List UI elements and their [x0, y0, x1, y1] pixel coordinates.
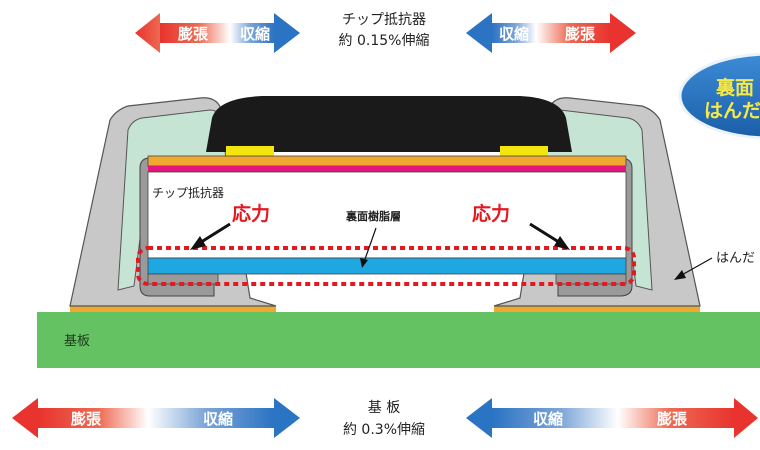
solder-label: はんだ [716, 251, 755, 266]
expand-band [618, 408, 734, 428]
callout-line1: 裏面 [715, 76, 754, 99]
chip-top-body [206, 96, 572, 152]
shrink-band [148, 408, 274, 428]
shrink-label: 収縮 [499, 25, 529, 43]
bottom-right-arrow: 収縮 膨張 [466, 398, 758, 438]
backside-resin-layer [147, 257, 627, 275]
shrink-band [492, 408, 618, 428]
magenta-layer [148, 166, 626, 172]
chip-caption-ratio: 約 0.15%伸縮 [339, 33, 430, 49]
shrink-arrowhead [274, 13, 300, 53]
bottom-terminal-right [555, 273, 627, 285]
shrink-label: 収縮 [533, 410, 563, 428]
substrate-pad-left [70, 306, 276, 312]
expand-arrowhead [12, 398, 38, 438]
substrate-caption-ratio: 約 0.3%伸縮 [343, 422, 425, 438]
resin-pointer-arrow [360, 227, 377, 268]
callout-line2: はんだ [704, 100, 760, 122]
top-electrode-right [500, 146, 548, 156]
shrink-band [492, 23, 536, 43]
expand-band [38, 408, 148, 428]
shrink-arrowhead [466, 13, 492, 53]
stress-arrow-right [529, 222, 570, 250]
bottom-left-arrow: 膨張 収縮 [12, 398, 300, 438]
solder-pointer-arrow [674, 257, 713, 280]
orange-electrode-strip [147, 155, 627, 167]
stress-arrow-left [190, 222, 231, 250]
expand-label: 膨張 [178, 25, 209, 43]
expand-band [160, 23, 230, 43]
shrink-band [230, 23, 274, 43]
shrink-arrowhead [274, 398, 300, 438]
expand-label: 膨張 [565, 25, 596, 43]
stress-zone-outline [136, 246, 636, 286]
expand-arrowhead [610, 13, 636, 53]
top-electrode-left [226, 146, 274, 156]
stress-label-right: 応力 [472, 202, 510, 225]
top-left-arrow: 膨張 収縮 [135, 13, 300, 53]
top-right-arrow: 収縮 膨張 [466, 13, 636, 53]
expand-label: 膨張 [657, 410, 688, 428]
shrink-label: 収縮 [240, 25, 270, 43]
expand-band [536, 23, 610, 43]
solder-callout-bubble: 裏面 はんだ [678, 52, 760, 140]
stress-label-left: 応力 [232, 202, 270, 225]
chip-ceramic-body [147, 171, 627, 259]
expand-label: 膨張 [71, 410, 102, 428]
resin-layer-label: 裏面樹脂層 [345, 209, 401, 223]
substrate [37, 312, 760, 368]
shrink-label: 収縮 [203, 410, 233, 428]
chip-label: チップ抵抗器 [152, 185, 224, 200]
expand-arrowhead [734, 398, 758, 438]
substrate-label: 基板 [64, 334, 90, 349]
substrate-caption-title: 基 板 [368, 399, 400, 416]
substrate-pad-right [494, 306, 700, 312]
shrink-arrowhead [466, 398, 492, 438]
chip-caption-title: チップ抵抗器 [342, 12, 426, 28]
